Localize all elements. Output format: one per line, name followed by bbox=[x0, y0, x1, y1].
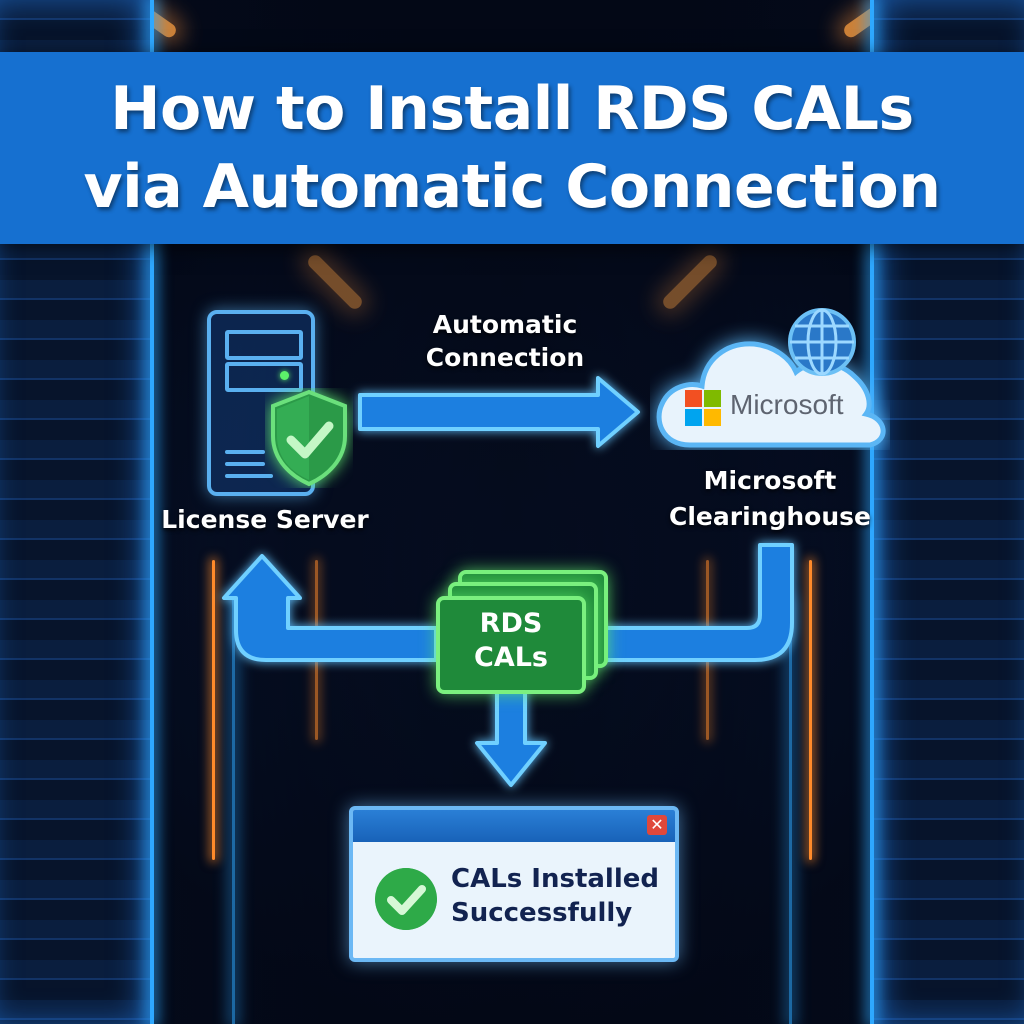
license-cards-icon bbox=[436, 570, 608, 695]
connection-label-line1: Automatic bbox=[432, 310, 578, 339]
rack-light-strip bbox=[232, 600, 235, 1024]
cals-label: RDS CALs bbox=[438, 607, 584, 675]
rack-light-strip bbox=[870, 0, 874, 1024]
rack-light-strip bbox=[150, 0, 154, 1024]
success-dialog: ✕ CALs Installed Successfully bbox=[349, 806, 679, 962]
dialog-message: CALs Installed Successfully bbox=[451, 862, 659, 930]
page-title-line1: How to Install RDS CALs bbox=[110, 74, 914, 144]
rack-light-orange bbox=[809, 560, 812, 860]
cals-label-line1: RDS bbox=[479, 608, 543, 639]
rack-light-orange bbox=[212, 560, 215, 860]
clearinghouse-label-line2: Clearinghouse bbox=[669, 502, 871, 531]
rack-light-strip bbox=[789, 600, 792, 1024]
globe-icon bbox=[788, 308, 856, 376]
arrow-return-path bbox=[222, 543, 794, 662]
license-server-label: License Server bbox=[161, 505, 369, 534]
arrow-up-icon bbox=[222, 554, 438, 662]
status-led bbox=[280, 371, 289, 380]
arrow-down-icon bbox=[475, 688, 547, 787]
page-title-line2: via Automatic Connection bbox=[83, 152, 941, 222]
connection-label-line2: Connection bbox=[425, 343, 585, 372]
cloud-brand-text: Microsoft bbox=[730, 389, 844, 420]
check-circle-icon bbox=[375, 868, 437, 930]
dialog-titlebar: ✕ bbox=[353, 810, 675, 842]
dialog-message-line1: CALs Installed bbox=[451, 864, 659, 894]
microsoft-logo-icon bbox=[685, 390, 721, 426]
shield-check-icon bbox=[271, 389, 347, 487]
cals-label-line2: CALs bbox=[474, 642, 548, 673]
title-banner: How to Install RDS CALs via Automatic Co… bbox=[0, 52, 1024, 244]
clearinghouse-label-line1: Microsoft bbox=[703, 466, 837, 495]
close-icon[interactable]: ✕ bbox=[647, 815, 667, 835]
arrow-right-icon bbox=[358, 376, 640, 448]
dialog-message-line2: Successfully bbox=[451, 898, 633, 928]
